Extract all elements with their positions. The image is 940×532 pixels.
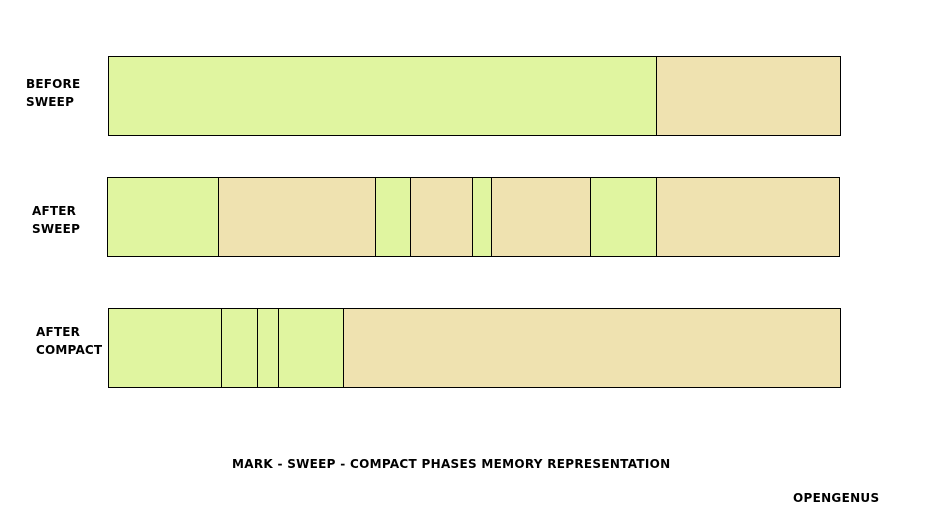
row-label-after-sweep: AFTER SWEEP: [32, 202, 80, 238]
credit-text: OPENGENUS: [793, 491, 880, 505]
live-object-block: [375, 178, 411, 256]
row-label-line: COMPACT: [36, 343, 103, 357]
row-label-line: SWEEP: [32, 222, 81, 236]
free-memory-block: [656, 57, 840, 135]
live-object-block: [278, 309, 345, 387]
live-object-block: [109, 309, 222, 387]
row-label-line: AFTER: [36, 325, 81, 339]
row-label-line: AFTER: [32, 204, 77, 218]
free-memory-block: [492, 178, 592, 256]
free-memory-block: [656, 178, 839, 256]
live-object-block: [472, 178, 493, 256]
diagram-caption: MARK - SWEEP - COMPACT PHASES MEMORY REP…: [232, 457, 671, 471]
live-object-block: [221, 309, 259, 387]
row-label-line: BEFORE: [26, 77, 81, 91]
live-object-block: [108, 178, 220, 256]
free-memory-block: [344, 309, 840, 387]
free-memory-block: [410, 178, 473, 256]
row-label-line: SWEEP: [26, 95, 75, 109]
live-object-block: [258, 309, 279, 387]
live-object-block: [591, 178, 657, 256]
free-memory-block: [219, 178, 376, 256]
row-label-after-compact: AFTER COMPACT: [36, 323, 102, 359]
memory-bar-after-sweep: [107, 177, 840, 257]
live-object-block: [109, 57, 657, 135]
row-label-before-sweep: BEFORE SWEEP: [26, 75, 80, 111]
memory-bar-after-compact: [108, 308, 841, 388]
memory-bar-before-sweep: [108, 56, 841, 136]
